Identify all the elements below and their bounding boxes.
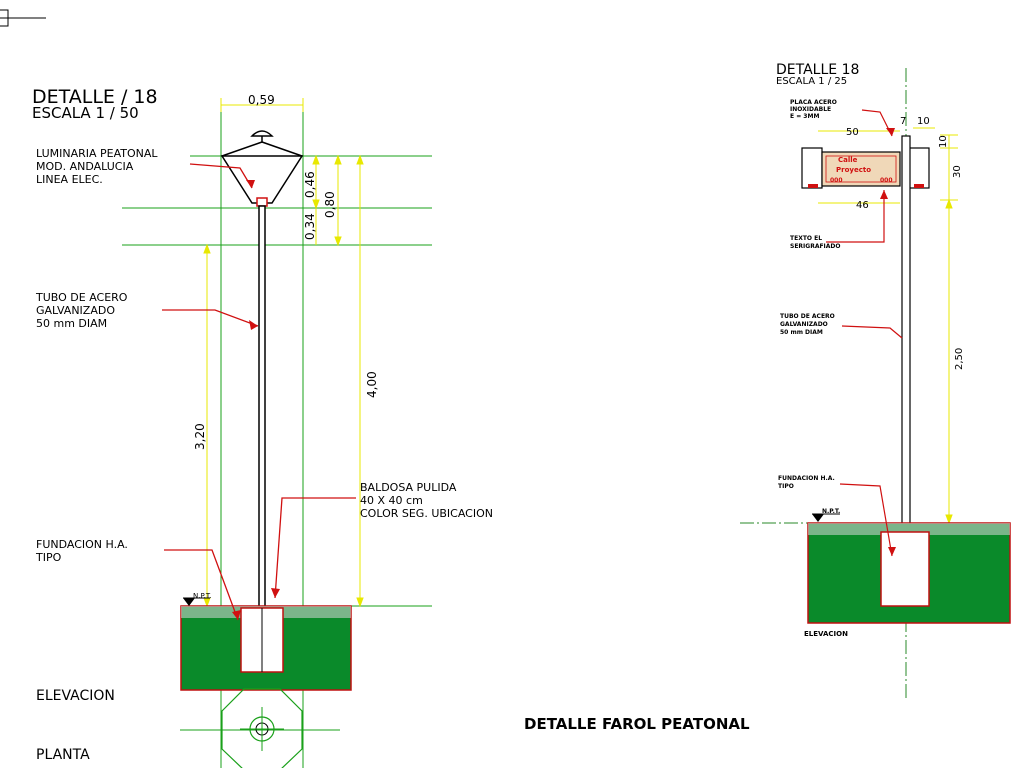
right-tube-label-3: 50 mm DIAM [780,329,823,336]
tube-label-1: TUBO DE ACERO [35,291,128,304]
sign-text-1: Calle [838,156,858,164]
right-dim-10a: 10 [917,116,930,127]
right-foundation-label-1: FUNDACION H.A. [778,475,835,482]
main-title: DETALLE FAROL PEATONAL [524,715,750,733]
left-dimension-lines [203,98,364,608]
plan-label: PLANTA [36,747,90,763]
tube-label-2: GALVANIZADO [36,304,115,317]
left-npt-label: N.P.T. [193,592,212,600]
luminaire-label-3: LINEA ELEC. [36,173,103,186]
dim-034: 0,34 [303,213,317,240]
right-npt-label: N.P.T. [822,508,840,515]
plate-label-3: E = 3MM [790,113,819,120]
foundation-label-2: TIPO [35,551,62,564]
plate-label-2: INOXIDABLE [790,106,831,113]
dim-080: 0,80 [323,191,337,218]
sign-text-3: 000 [830,177,843,184]
corner-mark [0,9,46,27]
left-detail-header: DETALLE / 18 [32,86,158,108]
tile-label-3: COLOR SEG. UBICACION [360,507,493,520]
plan-view [221,688,303,768]
right-ground [807,513,1011,624]
dim-320: 3,20 [193,423,207,450]
luminaire-label-2: MOD. ANDALUCIA [36,160,134,173]
tube-label-3: 50 mm DIAM [36,317,107,330]
right-dim-7: 7 [900,116,906,127]
sign-text-4: 000 [880,177,893,184]
right-pole [901,135,911,527]
right-detail-header: DETALLE 18 [776,62,859,78]
luminaire-label-1: LUMINARIA PEATONAL [36,147,158,160]
text-label-1: TEXTO EL [790,235,822,242]
right-dim-46: 46 [856,200,869,211]
dim-046: 0,46 [303,171,317,198]
tile-label-2: 40 X 40 cm [360,494,423,507]
sign-text-2: Proyecto [836,166,871,174]
right-tube-label-2: GALVANIZADO [780,321,828,328]
right-dim-250: 2,50 [954,348,965,370]
left-leader-arrows [232,180,280,620]
luminaire [220,130,304,207]
right-tube-label-1: TUBO DE ACERO [780,313,835,320]
plate-label-1: PLACA ACERO [790,99,837,106]
left-detail-scale: ESCALA 1 / 50 [32,104,139,122]
left-detail: DETALLE / 18 ESCALA 1 / 50 [32,86,493,768]
left-pole [258,205,266,609]
dim-width-059: 0,59 [248,93,275,107]
right-leader-arrows [880,128,896,556]
right-detail-scale: ESCALA 1 / 25 [776,76,847,87]
right-dimension-lines [818,127,958,525]
right-elevation-label: ELEVACION [804,630,848,638]
right-foundation-label-2: TIPO [778,483,794,490]
foundation-label-1: FUNDACION H.A. [36,538,128,551]
right-dim-30: 30 [952,165,963,178]
street-sign [801,147,930,189]
text-label-2: SERIGRAFIADO [790,243,841,250]
left-ground [180,597,352,691]
right-dim-50: 50 [846,127,859,138]
left-elevation-label: ELEVACION [36,688,115,704]
tile-label-1: BALDOSA PULIDA [360,481,457,494]
dim-400: 4,00 [365,371,379,398]
right-detail: DETALLE 18 ESCALA 1 / 25 Calle Proyecto … [740,62,1011,700]
right-dim-10b: 10 [938,135,949,148]
